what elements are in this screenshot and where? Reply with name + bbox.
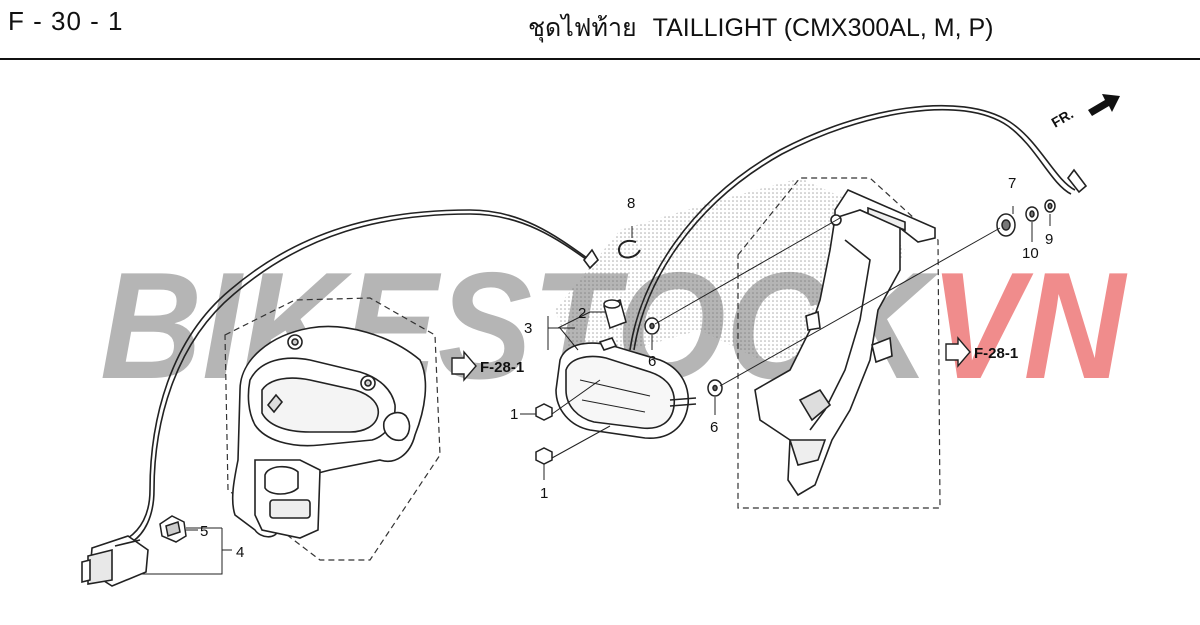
ref-arrow-icon [451,350,477,382]
ref-right-label: F-28-1 [974,345,1018,362]
callout-9: 9 [1045,231,1053,248]
fr-label: FR. [1049,105,1077,130]
bracket-dashed-box [737,177,941,509]
fr-arrow-icon: FR. [1049,94,1120,131]
callout-6b: 6 [710,419,718,436]
callout-8: 8 [627,195,635,212]
callout-2: 2 [578,305,586,322]
page-title-en: TAILLIGHT (CMX300AL, M, P) [652,14,994,42]
callout-1a: 1 [510,406,518,423]
washers [644,317,723,397]
ref-arrow-icon [945,336,971,368]
watermark-red: VN [930,241,1128,411]
rear-fender-housing [231,325,427,539]
callout-3: 3 [524,320,532,337]
license-bracket [754,188,936,497]
page-title-thai: ชุดไฟท้าย [528,14,637,42]
wire-harness [127,209,600,543]
snap-ring [618,240,641,259]
socket [603,299,627,329]
callout-6a: 6 [648,353,656,370]
page-title: ชุดไฟท้าย TAILLIGHT (CMX300AL, M, P) [528,8,994,48]
ref-right: F-28-1 [945,336,1018,368]
leader-lines [140,206,1051,575]
callout-1b: 1 [540,485,548,502]
callout-5: 5 [200,523,208,540]
wire-connector [81,535,149,587]
wire-harness-right [629,104,1088,351]
callout-4: 4 [236,544,244,561]
page-header: F - 30 - 1 ชุดไฟท้าย TAILLIGHT (CMX300AL,… [0,0,1200,60]
ref-left-label: F-28-1 [480,359,524,376]
assembly-lines [551,217,1001,459]
callout-10: 10 [1022,245,1039,262]
callouts: 1 1 2 3 4 5 6 6 7 8 9 10 [200,175,1053,561]
parts-diagram: BIKESTOCK VN FR. [81,94,1128,587]
grommet-set [996,199,1056,237]
taillight-assembly [555,337,697,439]
callout-7: 7 [1008,175,1016,192]
page-code: F - 30 - 1 [8,6,124,36]
ref-left: F-28-1 [451,350,524,382]
wire-clip [159,515,187,543]
nuts [535,403,553,465]
